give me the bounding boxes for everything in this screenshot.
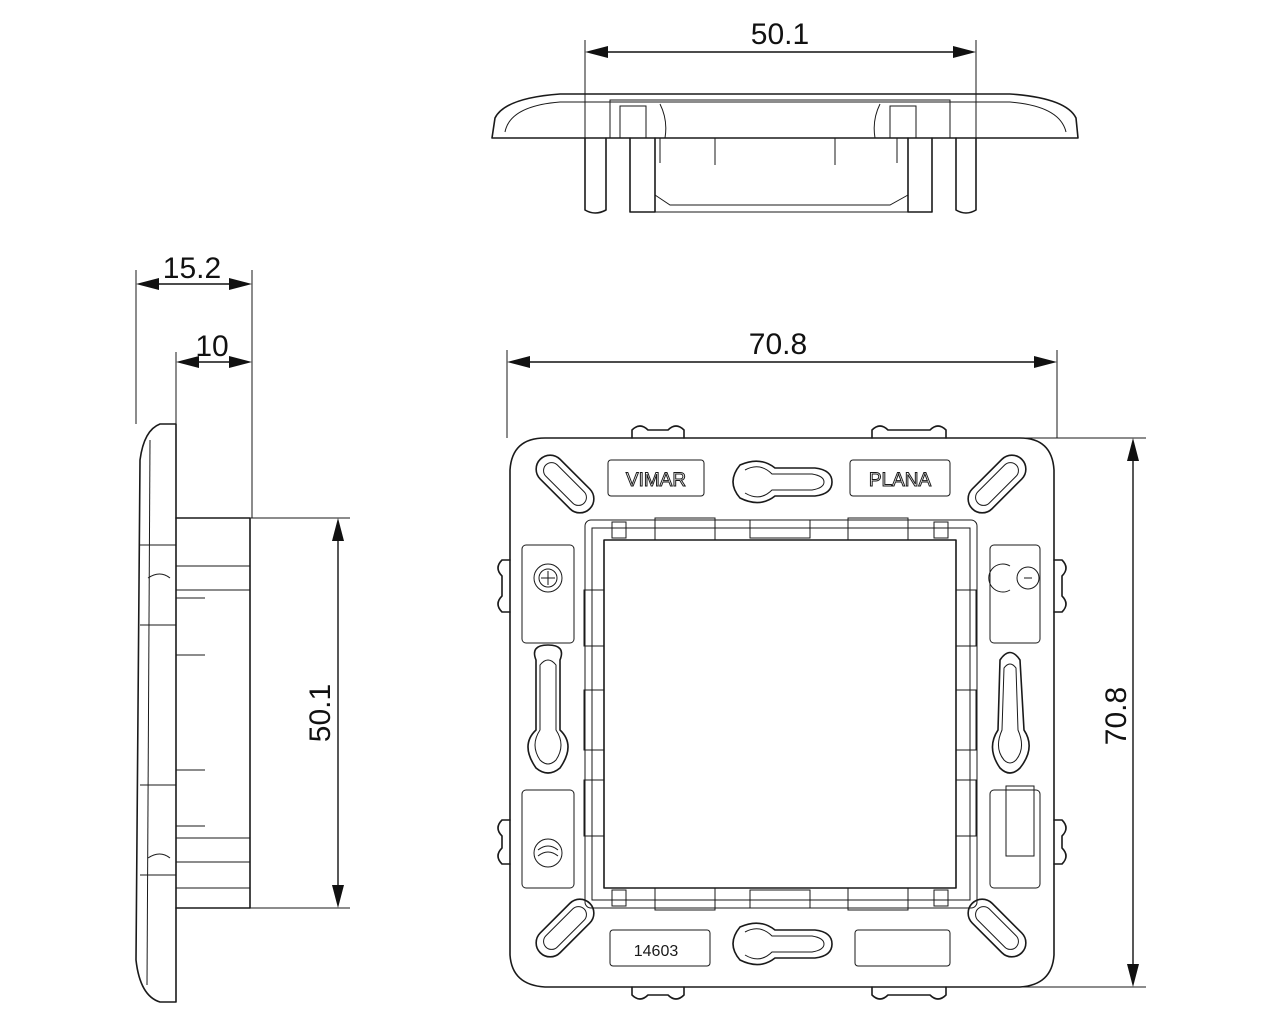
certification-mark-left-top	[533, 563, 563, 593]
side-height-dimension: 50.1	[304, 684, 337, 742]
corner-slot-top-right	[967, 454, 1027, 514]
corner-slot-bottom-right	[967, 898, 1027, 958]
brand-label-right: PLANA	[869, 470, 932, 491]
side-depth-total-dimension: 15.2	[163, 252, 221, 285]
front-width-dimension: 70.8	[749, 328, 807, 361]
latch-column-left	[583, 589, 605, 837]
part-number-label: 14603	[634, 943, 679, 960]
corner-slot-top-left	[535, 454, 595, 514]
top-width-dimension: 50.1	[751, 18, 809, 51]
latch-column-right	[955, 589, 977, 837]
front-view: VIMAR PLANA 14603 70.8 70.8	[497, 328, 1146, 1000]
certification-mark-left-bottom	[533, 838, 563, 868]
corner-slot-bottom-left	[535, 898, 595, 958]
side-depth-inner-dimension: 10	[195, 330, 228, 363]
front-height-dimension: 70.8	[1100, 687, 1133, 745]
certification-mark-right-top	[988, 563, 1040, 593]
brand-label-left: VIMAR	[626, 470, 686, 491]
side-view: 15.2 10 50.1	[135, 252, 350, 1003]
latch-row-bottom	[611, 887, 949, 911]
latch-row-top	[611, 517, 949, 541]
top-view: 50.1	[491, 18, 1079, 214]
